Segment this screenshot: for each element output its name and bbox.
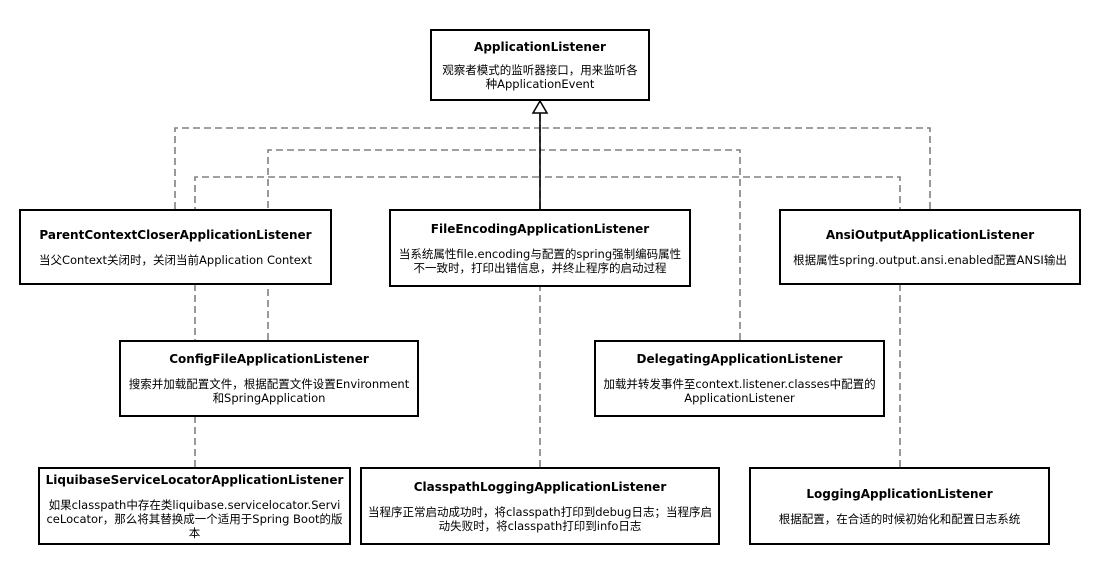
node-applicationlistener: ApplicationListener 观察者模式的监听器接口，用来监听各种Ap… bbox=[430, 29, 650, 101]
node-description: 根据属性spring.output.ansi.enabled配置ANSI输出 bbox=[793, 252, 1067, 267]
node-description: 加载并转发事件至context.listener.classes中配置的Appl… bbox=[603, 377, 876, 405]
node-title: ClasspathLoggingApplicationListener bbox=[413, 479, 667, 494]
node-configfile: ConfigFileApplicationListener 搜索并加载配置文件，… bbox=[119, 340, 419, 417]
node-title: ParentContextCloserApplicationListener bbox=[39, 227, 312, 242]
connector-parentcontextcloser bbox=[174, 127, 540, 209]
node-classpathlogging: ClasspathLoggingApplicationListener 当程序正… bbox=[360, 467, 720, 545]
node-fileencoding: FileEncodingApplicationListener 当系统属性fil… bbox=[389, 209, 691, 287]
connector-logging bbox=[540, 176, 901, 467]
inheritance-arrowhead bbox=[531, 99, 549, 114]
node-description: 观察者模式的监听器接口，用来监听各种ApplicationEvent bbox=[442, 62, 638, 91]
connector-configfile bbox=[267, 149, 540, 340]
node-description: 当父Context关闭时，关闭当前Application Context bbox=[38, 252, 312, 267]
node-liquibaseservicelocator: LiquibaseServiceLocatorApplicationListen… bbox=[38, 467, 351, 545]
node-title: ApplicationListener bbox=[474, 39, 606, 54]
node-ansioutput: AnsiOutputApplicationListener 根据属性spring… bbox=[779, 209, 1081, 285]
node-title: AnsiOutputApplicationListener bbox=[825, 227, 1035, 242]
node-description: 当程序正常启动成功时，将classpath打印到debug日志；当程序启动失败时… bbox=[368, 504, 712, 533]
node-logging: LoggingApplicationListener 根据配置，在合适的时候初始… bbox=[749, 467, 1050, 545]
node-description: 根据配置，在合适的时候初始化和配置日志系统 bbox=[778, 511, 1021, 526]
node-title: ConfigFileApplicationListener bbox=[169, 352, 369, 366]
connector-delegating bbox=[540, 149, 741, 340]
connector-ansioutput bbox=[540, 127, 931, 209]
node-parentcontextcloser: ParentContextCloserApplicationListener 当… bbox=[19, 209, 332, 285]
node-delegating: DelegatingApplicationListener 加载并转发事件至co… bbox=[594, 340, 885, 417]
node-title: LoggingApplicationListener bbox=[806, 486, 993, 501]
node-title: DelegatingApplicationListener bbox=[636, 352, 843, 366]
node-title: LiquibaseServiceLocatorApplicationListen… bbox=[45, 472, 344, 487]
connector-liquibase bbox=[194, 176, 540, 467]
node-description: 当系统属性file.encoding与配置的spring强制编码属性不一致时，打… bbox=[398, 246, 682, 275]
node-description: 如果classpath中存在类liquibase.servicelocator.… bbox=[46, 497, 343, 540]
node-description: 搜索并加载配置文件，根据配置文件设置Environment和SpringAppl… bbox=[128, 377, 410, 405]
node-title: FileEncodingApplicationListener bbox=[430, 221, 650, 236]
